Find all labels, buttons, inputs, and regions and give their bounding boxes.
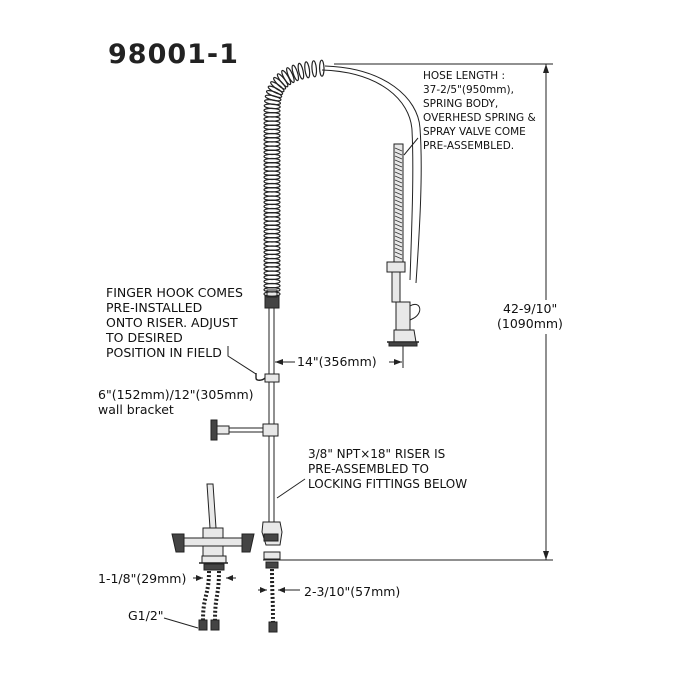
spring-coil-turn — [311, 60, 318, 78]
sleeve-hatch-line — [394, 223, 403, 228]
spring-coil-turn — [304, 61, 311, 79]
spring-collar — [264, 295, 280, 309]
height-label-mm: (1090mm) — [497, 316, 563, 331]
sleeve-hatch-line — [394, 207, 403, 212]
sleeve-hatch-line — [394, 179, 403, 184]
supply-hoses — [198, 568, 278, 633]
sleeve-hatch-line — [394, 175, 403, 180]
model-number: 98001-1 — [108, 39, 239, 70]
sleeve-hatch-line — [394, 159, 403, 164]
sleeve-hatch-line — [394, 255, 403, 260]
sleeve-hatch-line — [394, 247, 403, 252]
hook-note-line-3: ONTO RISER. ADJUST — [106, 315, 238, 330]
thread-note: G1/2" — [128, 608, 199, 629]
sleeve-hatch-line — [394, 215, 403, 220]
bracket-note-line-2: wall bracket — [98, 402, 174, 417]
hose-note-leader — [403, 137, 419, 156]
spring-coil — [263, 59, 325, 297]
supply-hose-right — [210, 570, 221, 631]
sleeve-hatch-line — [394, 251, 403, 256]
sleeve-hatch-line — [394, 227, 403, 232]
hose-assembly — [321, 65, 422, 347]
hook-note-line-5: POSITION IN FIELD — [106, 345, 222, 360]
supply-hose-left — [198, 570, 211, 631]
sleeve-hatch-line — [394, 203, 403, 208]
hose-note-line-4: OVERHESD SPRING & — [423, 112, 536, 124]
hose-note-line-2: 37-2/5"(950mm), — [423, 84, 514, 96]
sleeve-hatch-line — [394, 147, 403, 152]
sleeve-hatch-line — [394, 171, 403, 176]
sleeve-hatch-line — [394, 239, 403, 244]
sleeve-hatch-line — [394, 151, 403, 156]
spring-coil-turn — [297, 62, 305, 80]
faucet-handle-right — [241, 533, 255, 553]
spray-handle — [409, 304, 421, 321]
supply-hose-riser — [268, 568, 278, 633]
riser-note: 3/8" NPT×18" RISER IS PRE-ASSEMBLED TO L… — [276, 447, 467, 499]
sleeve-hatch-line — [394, 191, 403, 196]
hose-note-line-5: SPRAY VALVE COME — [423, 126, 526, 138]
sleeve-hatch-line — [394, 167, 403, 172]
sleeve-hatch-line — [394, 155, 403, 160]
finger-hook-note: FINGER HOOK COMES PRE-INSTALLED ONTO RIS… — [105, 285, 257, 375]
sleeve-hatch-line — [394, 187, 403, 192]
faucet-spout — [206, 483, 217, 529]
hook-note-line-1: FINGER HOOK COMES — [106, 285, 243, 300]
sleeve-hatch-line — [394, 163, 403, 168]
sleeve-hatch-line — [394, 231, 403, 236]
hose-note-line-3: SPRING BODY, — [423, 98, 498, 110]
riser-note-leader — [276, 478, 306, 499]
hose-note-line-6: PRE-ASSEMBLED. — [423, 140, 514, 152]
riser-assembly — [261, 289, 283, 569]
height-dimension: 42-9/10" (1090mm) — [280, 63, 563, 561]
sleeve-hatch-line — [394, 195, 403, 200]
reach-dimension: 14"(356mm) — [275, 346, 404, 369]
spring-coil-turn — [291, 64, 300, 82]
wall-bracket — [210, 419, 279, 441]
sleeve-hatch-line — [394, 199, 403, 204]
spring-coil-turn — [318, 59, 325, 77]
centers-dimension: 2-3/10"(57mm) — [258, 584, 400, 599]
spray-valve — [395, 301, 411, 331]
hook-note-line-4: TO DESIRED — [105, 330, 183, 345]
sleeve-hatch-line — [394, 219, 403, 224]
faucet-body — [171, 483, 255, 571]
bracket-note-line-1: 6"(152mm)/12"(305mm) — [98, 387, 254, 402]
height-label-inch: 42-9/10" — [503, 301, 557, 316]
riser-note-line-3: LOCKING FITTINGS BELOW — [308, 477, 467, 491]
inlet-label: 1-1/8"(29mm) — [98, 571, 186, 586]
finger-hook — [255, 373, 280, 383]
reach-label: 14"(356mm) — [297, 354, 377, 369]
sleeve-hatch-line — [394, 211, 403, 216]
riser-note-line-2: PRE-ASSEMBLED TO — [308, 462, 429, 476]
sleeve-hatch-line — [394, 183, 403, 188]
sleeve-hatch-line — [394, 243, 403, 248]
spring-coil-turn — [286, 67, 295, 84]
riser-note-line-1: 3/8" NPT×18" RISER IS — [308, 447, 445, 461]
thread-label: G1/2" — [128, 608, 164, 623]
faucet-handle-left — [171, 533, 185, 553]
inlet-dimension: 1-1/8"(29mm) — [98, 571, 236, 586]
hose-length-note: HOSE LENGTH : 37-2/5"(950mm), SPRING BOD… — [403, 70, 536, 156]
hook-note-leader — [227, 346, 257, 375]
wall-bracket-note: 6"(152mm)/12"(305mm) wall bracket — [98, 387, 254, 417]
sleeve-hatch-line — [394, 235, 403, 240]
hook-note-line-2: PRE-INSTALLED — [106, 300, 202, 315]
hose-note-line-1: HOSE LENGTH : — [423, 70, 505, 82]
centers-label: 2-3/10"(57mm) — [304, 584, 400, 599]
